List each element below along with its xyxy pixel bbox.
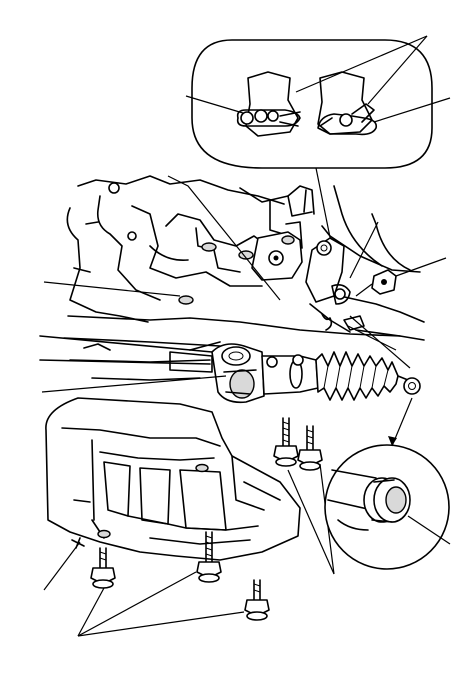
leader-frame-bolt: [167, 175, 281, 301]
bolt-gearbox-left: [273, 417, 299, 467]
steering-gearbox: [39, 335, 421, 404]
bolt-shield-center: [196, 531, 222, 583]
bolt-shield-bottom: [244, 579, 270, 621]
bolt-shield-left: [90, 547, 116, 589]
bolt-gearbox-right: [297, 425, 323, 471]
tie-rod-end: [305, 221, 447, 369]
leader-frame-rail: [43, 281, 181, 297]
gearbox-boot: [315, 351, 399, 401]
subframe-assembly: [63, 175, 425, 381]
bushing-detail: [324, 397, 451, 570]
cotter-pin-detail: [185, 35, 451, 263]
splash-shield: [43, 397, 301, 591]
cotter-pin-installed: [236, 71, 301, 137]
mounting-bolts: [77, 417, 335, 637]
